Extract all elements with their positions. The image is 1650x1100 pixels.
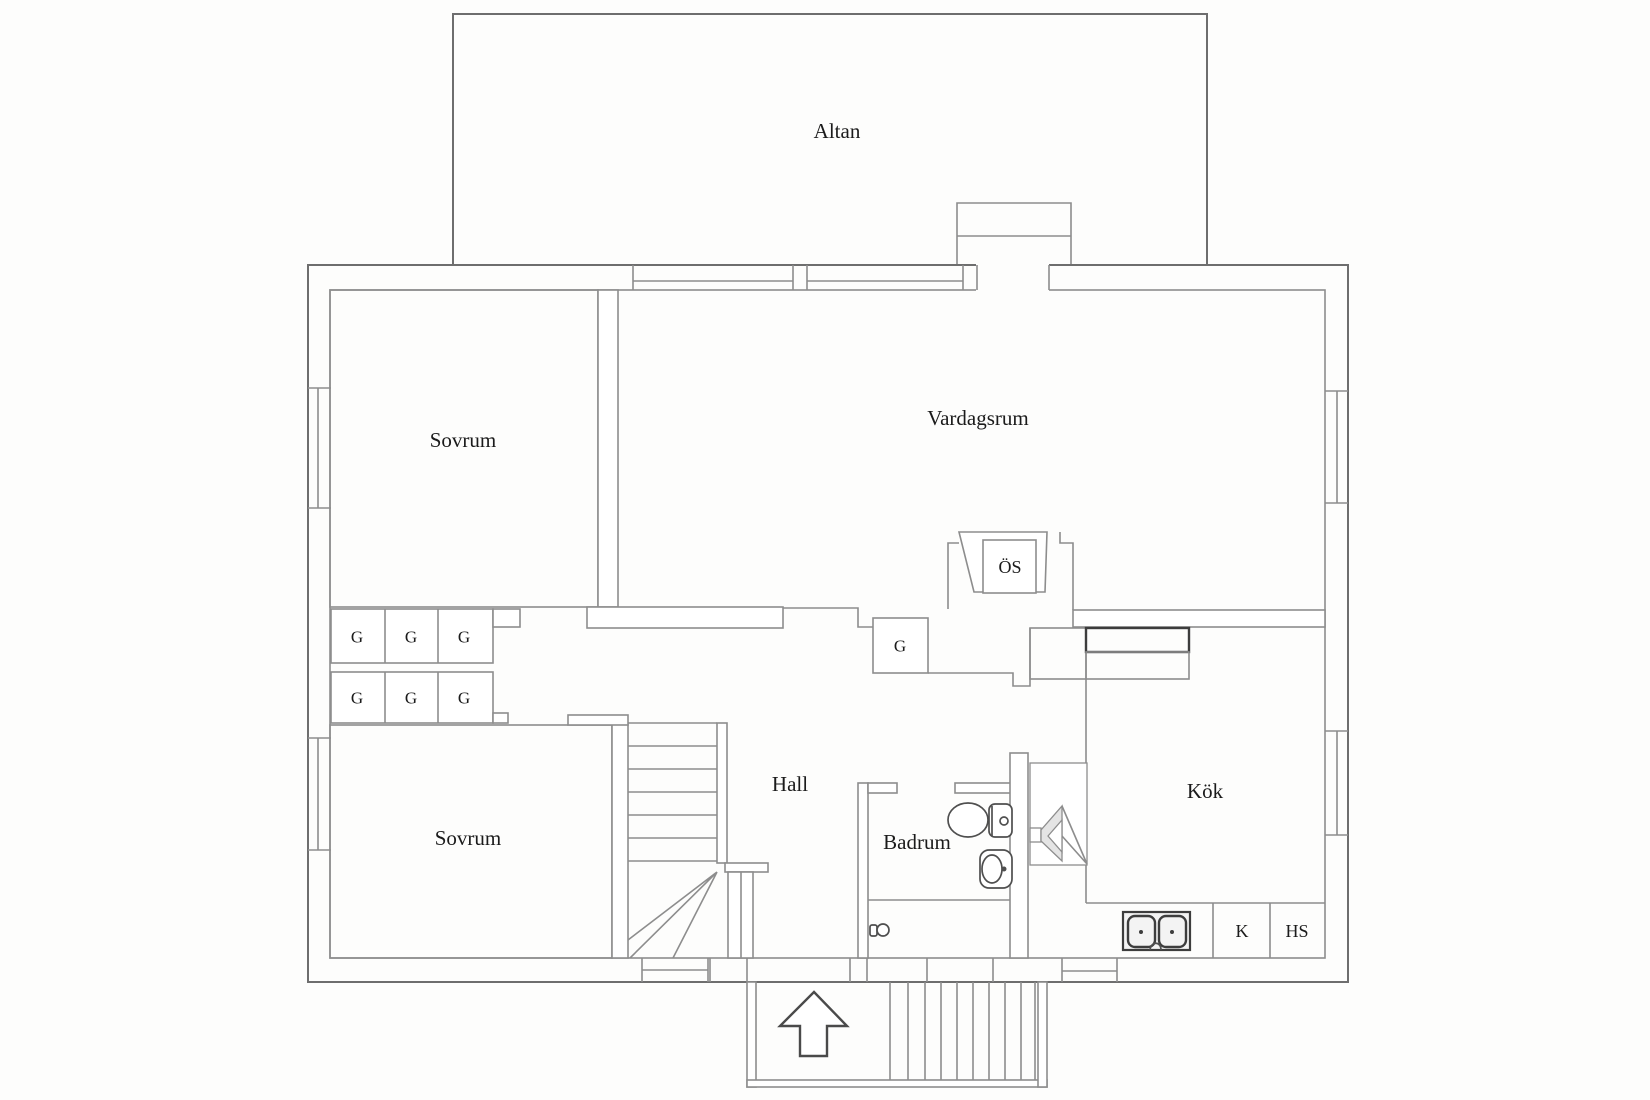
bathroom-sink-tap (1001, 866, 1007, 872)
kitchen-stove (1084, 626, 1191, 654)
entry-arrow-icon (777, 990, 850, 1058)
fireplace-hearth (982, 539, 1037, 594)
porch-steps (889, 982, 1036, 1080)
left-wall-windows (308, 387, 331, 851)
top-wall-windows (632, 265, 964, 290)
appliance-label-hs: HS (1285, 921, 1308, 941)
outer-wall (307, 264, 1349, 983)
wardrobe-row1-dividers (384, 609, 439, 663)
kitchen-sink-icon (1121, 910, 1192, 952)
room-label-hall: Hall (772, 772, 808, 796)
bathroom-left-wall (857, 782, 869, 959)
stairs (567, 714, 769, 959)
right-wall-windows (1325, 390, 1348, 836)
toilet-flush-icon (999, 816, 1009, 826)
sink-drain-left (1139, 930, 1143, 934)
terrace-outline (452, 13, 1208, 265)
wardrobe-row1-wall-jog (492, 608, 521, 628)
kitchen-counter-left (1029, 627, 1087, 680)
sink-faucet-icon (1149, 942, 1162, 951)
terrace-steps (956, 202, 1072, 265)
bedroom-top-right-wall (597, 289, 619, 608)
kitchen-sink-basin-left (1126, 914, 1157, 949)
house-walls (307, 262, 1349, 983)
stairs-top-wall (567, 714, 629, 726)
room-label-os: ÖS (998, 557, 1021, 577)
toilet-bowl-icon (947, 802, 989, 838)
bottom-wall-windows (641, 958, 1118, 982)
bedroom-bottom-right-wall (611, 722, 629, 959)
wardrobe-row2-box (330, 671, 494, 724)
living-room-south-wall-left (586, 606, 784, 629)
bathroom-top-wall-right (954, 782, 1014, 794)
room-kitchen: Kök K HS (928, 626, 1325, 958)
stairs-winder-treads (627, 871, 718, 959)
porch-left-wall (746, 981, 757, 1088)
terrace-altan: Altan (452, 13, 1208, 265)
living-room-door-threshold (783, 607, 873, 628)
room-label-badrum: Badrum (883, 830, 951, 854)
room-living: Vardagsrum (586, 406, 1326, 629)
wardrobe-label: G (458, 628, 470, 647)
wardrobe-label: G (405, 628, 417, 647)
wardrobe-label: G (405, 689, 417, 708)
wardrobe-label: G (458, 689, 470, 708)
wardrobe-row2-dividers (384, 672, 439, 723)
tub-faucet-knob-icon (876, 923, 890, 937)
room-label-kok: Kök (1187, 779, 1224, 803)
wardrobe-label: G (351, 689, 363, 708)
bathroom-right-wall (1009, 752, 1029, 959)
bathroom-top-wall-left (867, 782, 898, 794)
kitchen-south-counter (1086, 902, 1325, 958)
bathroom-sink-icon (979, 849, 1013, 889)
room-bedroom-top: Sovrum (329, 289, 619, 608)
fireplace-niche-walls (947, 532, 1074, 610)
kitchen-sink-basin-right (1157, 914, 1188, 949)
terrace-door-jambs (976, 265, 1050, 290)
room-label-sovrum-top: Sovrum (430, 428, 497, 452)
room-bedroom-bottom: Sovrum (329, 722, 629, 959)
wardrobe-label: G (894, 637, 906, 656)
water-heater-unit (1029, 762, 1088, 866)
stairs-wall-cap (724, 862, 769, 873)
wardrobe-row2-wall-jog (492, 712, 509, 724)
wardrobe-row-1: G G G (330, 608, 521, 664)
stairs-treads (628, 722, 717, 862)
sink-drain-right (1170, 930, 1174, 934)
room-label-sovrum-bottom: Sovrum (435, 826, 502, 850)
wardrobe-row1-box (330, 608, 494, 664)
wardrobe-label: G (351, 628, 363, 647)
hall-wardrobe: G (872, 617, 929, 674)
appliance-label-k: K (1236, 921, 1249, 941)
entry-porch (746, 981, 1048, 1088)
room-label-altan: Altan (814, 119, 861, 143)
tub-faucet-icon (869, 924, 878, 937)
porch-bottom-wall (746, 1079, 1048, 1088)
room-label-vardagsrum: Vardagsrum (927, 406, 1028, 430)
porch-right-wall (1037, 981, 1048, 1088)
hall-wardrobe-box (872, 617, 929, 674)
wardrobe-row-2: G G G (330, 671, 509, 724)
terrace-door-opening (976, 262, 1049, 293)
kitchen-west-wall (928, 628, 1031, 687)
fireplace: ÖS (947, 531, 1074, 610)
kitchen-counter-top (1085, 651, 1190, 680)
water-heater-stem (1029, 827, 1042, 843)
stairs-right-wall (716, 722, 728, 864)
water-heater-lines (1061, 805, 1088, 865)
room-bathroom: Badrum (857, 752, 1029, 959)
living-kitchen-divider-wall (1072, 609, 1326, 628)
bottom-wall-jambs (709, 958, 994, 982)
